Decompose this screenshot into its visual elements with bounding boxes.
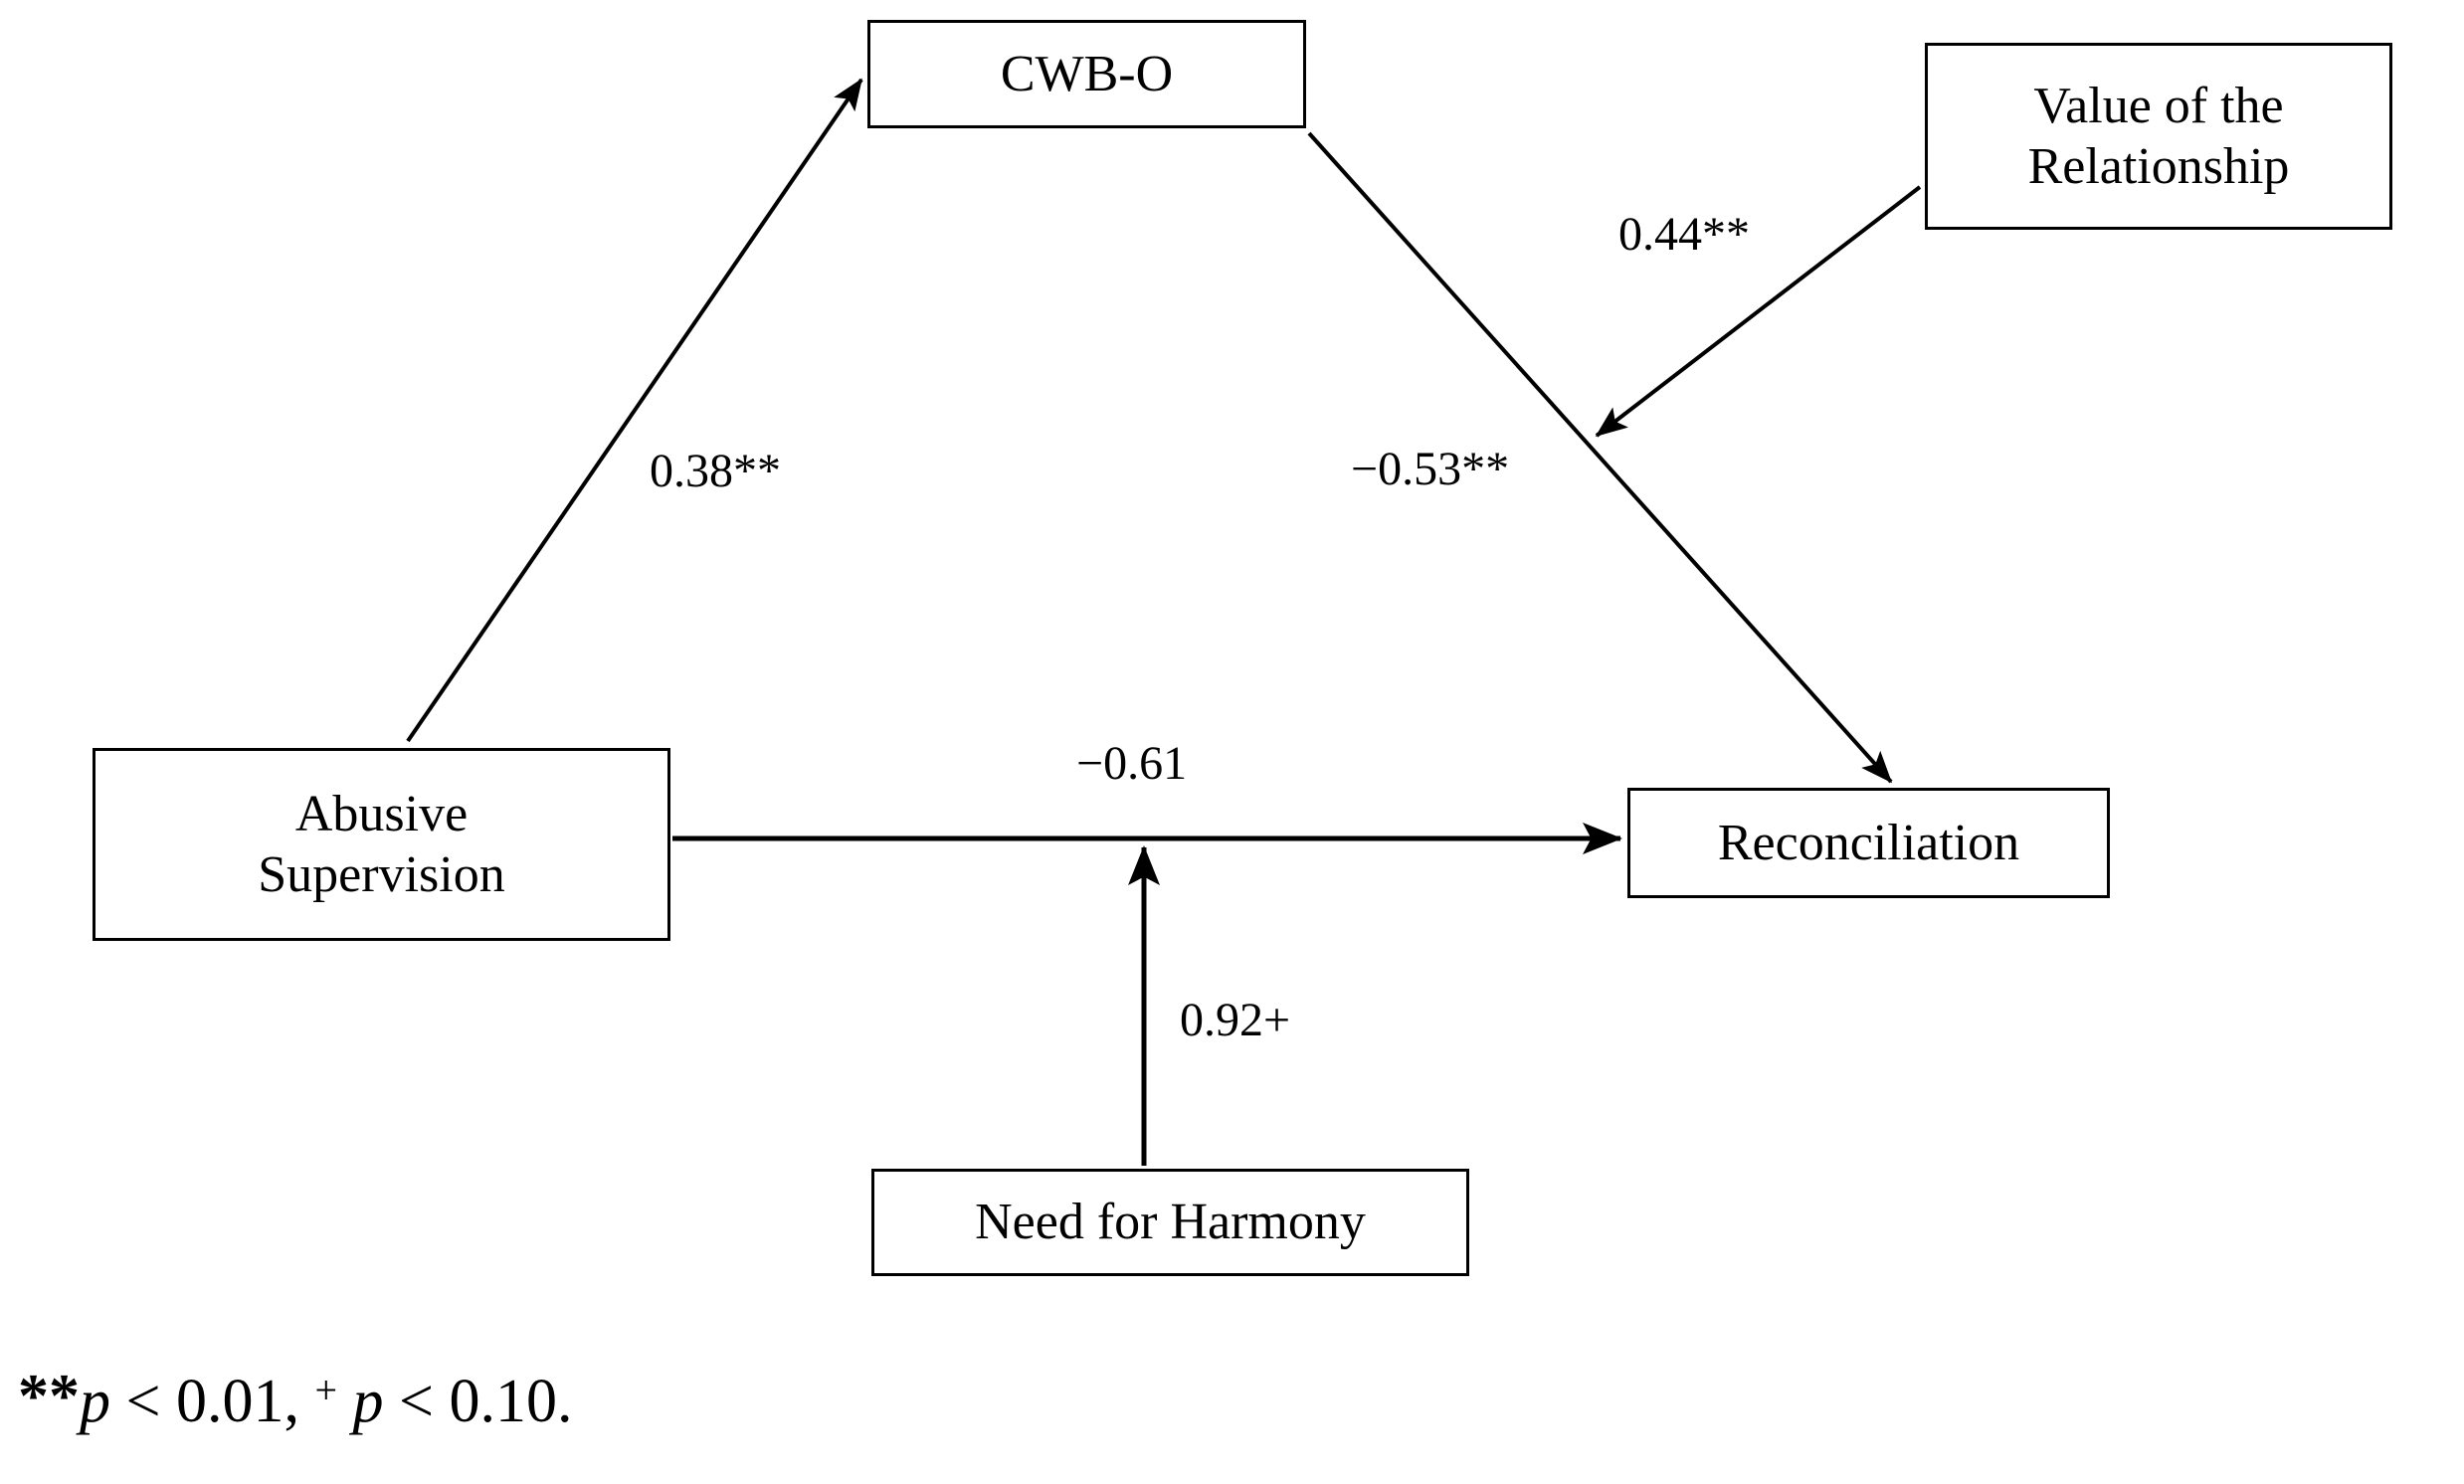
footnote-p-italic-2: p (352, 1367, 384, 1435)
footnote-p-italic-1: p (80, 1367, 110, 1435)
node-reconciliation[interactable]: Reconciliation (1627, 788, 2110, 898)
edge-value-of-relationship-moderator (1595, 185, 1922, 438)
node-value-of-the-relationship[interactable]: Value of the Relationship (1925, 43, 2392, 230)
edge-cwbo-to-reconciliation (1307, 131, 1893, 784)
significance-footnote: **p < 0.01, + p < 0.10. (18, 1363, 573, 1435)
node-cwbo[interactable]: CWB-O (867, 20, 1306, 128)
edge-label-need-for-harmony-moderator: 0.92+ (1180, 994, 1291, 1046)
footnote-clause-2: < 0.10. (383, 1367, 573, 1435)
edge-label-abusive-supervision-to-cwbo: 0.38** (650, 445, 781, 497)
footnote-sig-plus: + (314, 1367, 338, 1412)
node-need-for-harmony[interactable]: Need for Harmony (871, 1169, 1469, 1276)
footnote-clause-1: < 0.01, (110, 1367, 315, 1435)
node-abusive-supervision[interactable]: Abusive Supervision (93, 748, 670, 941)
edge-label-value-of-relationship-moderator: 0.44** (1618, 208, 1750, 261)
edge-label-abusive-supervision-to-reconciliation: −0.61 (1076, 737, 1188, 790)
edge-abusive-supervision-to-cwbo (406, 78, 863, 743)
edge-label-cwbo-to-reconciliation: −0.53** (1351, 443, 1510, 495)
footnote-sig-double: ** (18, 1363, 80, 1430)
